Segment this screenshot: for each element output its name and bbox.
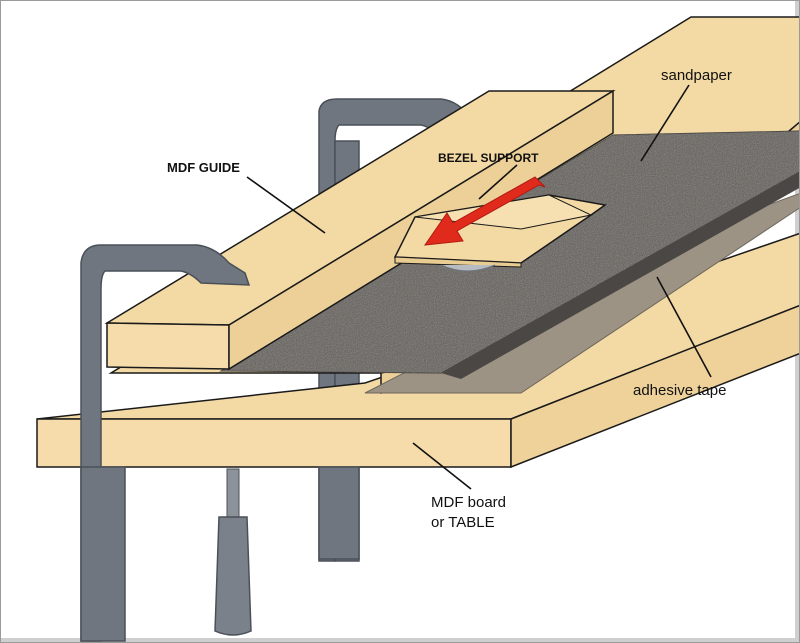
bezel-support-label: BEZEL SUPPORT: [438, 151, 539, 165]
leader-lines: [246, 84, 712, 490]
leader-adhesive-tape: [656, 276, 712, 378]
bezel-underside: [440, 264, 496, 272]
mdf-board-label: MDF board or TABLE: [431, 493, 506, 533]
leader-mdf-board: [412, 442, 472, 490]
leader-mdf-guide: [246, 176, 326, 234]
mdf-guide-label: MDF GUIDE: [167, 160, 240, 175]
mdf-board-label-line1: MDF board: [431, 494, 507, 511]
mdf-board: [36, 232, 799, 469]
adhesive-tape-label: adhesive tape: [633, 382, 727, 399]
mdf-board-label-line2: or TABLE: [431, 514, 495, 531]
bezel-front: [394, 256, 522, 268]
direction-arrow-icon: [423, 176, 546, 246]
guide-front: [106, 322, 230, 370]
sandpaper-label: sandpaper: [661, 67, 732, 84]
leader-sandpaper: [640, 84, 690, 162]
sandpaper-edge: [441, 172, 799, 379]
clamp-handle: [214, 516, 252, 636]
clamp-near-lower-bar: [80, 466, 126, 642]
board-front: [36, 418, 512, 468]
clamp-screw: [226, 468, 240, 518]
board-side: [510, 304, 799, 469]
c-clamp-icon: [80, 244, 360, 642]
clamp-far-lower-bar: [318, 466, 360, 560]
leader-bezel-support: [478, 164, 518, 200]
